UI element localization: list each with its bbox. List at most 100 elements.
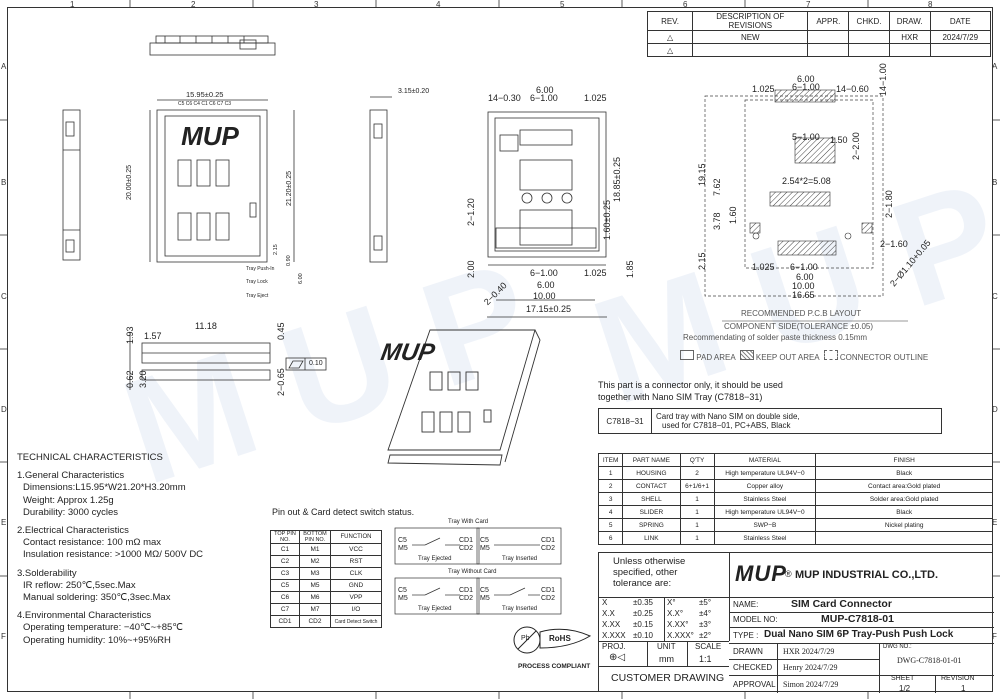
tech-line: 1.General Characteristics [17,470,125,482]
zone-side-e-right: E [992,518,998,527]
parts-cell: Nickel plating [815,518,993,532]
pcb-14-060: 14−0.60 [836,84,869,94]
flatness-symbol [285,357,327,371]
pcb-6-00: 6.00 [797,74,815,84]
label-tray-eject: Tray Eject [246,293,269,299]
revision-table: REV. DESCRIPTION OF REVISIONS APPR. CHKD… [646,11,991,57]
tray-code: C7818−31 [598,408,652,434]
name-label: NAME: [733,600,759,609]
checked-value: Henry 2024/7/29 [783,663,838,672]
label-m5: M5 [480,545,490,552]
rev-date-2 [929,43,991,57]
pcb-3-78: 3.78 [712,212,722,230]
connector-note-2: together with Nano SIM Tray (C7818−31) [598,392,763,402]
dim-section-11-18: 11.18 [195,321,217,331]
pin-cell: M6 [299,591,331,604]
parts-cell: Stainless Steel [713,492,817,506]
tol-cell: ±0.15 [633,620,653,629]
parts-cell: 1 [679,531,715,545]
dim-bottom-2-00: 2.00 [466,260,476,278]
tol-cell: X.XX [602,620,621,629]
pin-cell: CD2 [299,615,331,628]
label-cd2: CD2 [541,545,556,552]
approval-value: Simon 2024/7/29 [783,680,839,689]
pcb-7-62: 7.62 [712,178,722,196]
parts-cell: HOUSING [622,466,681,480]
parts-cell: 1 [679,505,715,519]
parts-cell: 1 [679,492,715,506]
tol-cell: ±4° [699,609,712,618]
sheet-label: SHEET [891,675,915,682]
zone-side-b: B [1,178,7,187]
tech-line: 3.Solderability [17,567,77,579]
zone-side-f-right: F [992,632,997,641]
right-side-view [369,96,392,263]
tech-line: IR reflow: 250℃,5sec.Max [23,579,136,591]
pin-header-bottom: BOTTOM PIN NO. [299,530,331,544]
sheet-value: 1/2 [899,684,911,693]
dim-bottom-17-15: 17.15±0.25 [526,304,571,314]
tol-note-3: tolerance are: [613,578,672,589]
pin-cell: I/O [330,603,382,616]
tol-cell: X.XXX [602,631,626,640]
pcb-10-00: 10.00 [792,281,815,291]
tray-table: C7818−31 Card tray with Nano SIM on doub… [598,408,942,434]
parts-header-item: ITEM [597,453,624,467]
scale-label: SCALE [695,642,722,651]
label-cd1: CD1 [459,537,474,544]
company-logo: MUP [735,561,787,586]
approval-label: APPROVAL [733,680,776,689]
pcb-6-100: 6−1.00 [792,82,820,92]
parts-cell: CONTACT [622,479,681,493]
dim-bottom-2-120: 2−1.20 [466,198,476,226]
pin-cell: C7 [270,603,300,616]
drawn-value: HXR 2024/7/29 [783,647,835,656]
switch-diagram-with-card [394,527,562,565]
dim-bottom-1-60: 1.60±0.25 [602,200,612,240]
parts-cell: Black [815,466,993,480]
zone-side-b-right: B [992,178,998,187]
tol-cell: X.XX° [667,620,689,629]
pin-cell: GND [330,579,382,592]
pcb-layout-view [704,95,884,297]
dim-bottom-6-00: 6.00 [536,85,554,95]
dim-side-6-00: 6.00 [298,273,304,284]
pin-cell: RST [330,555,382,568]
tol-cell: ±3° [699,620,712,629]
label-with-card: Tray With Card [448,519,489,525]
parts-cell [815,531,993,545]
scale-value: 1:1 [699,654,712,664]
pcb-6-00b: 6.00 [796,272,814,282]
dim-section-1-93: 1.93 [125,326,135,344]
pcb-1025: 1.025 [752,84,775,94]
tech-line: Operating humidity: 10%~+95%RH [23,634,171,646]
pin-cell: C2 [270,555,300,568]
parts-cell: Stainless Steel [713,531,817,545]
legend-pad: PAD AREA [696,353,736,362]
tech-line: Dimensions:L15.95*W21.20*H3.20mm [23,482,186,494]
tech-line: Weight: Approx 1.25g [23,494,114,506]
rohs-caption: PROCESS COMPLIANT [518,663,591,670]
zone-side-d-right: D [992,405,998,414]
parts-cell: Copper alloy [713,479,817,493]
parts-cell: Solder area:Gold plated [815,492,993,506]
label-tray-lock: Tray Lock [246,279,268,285]
pcb-pads [749,89,873,256]
pcb-2-180: 2−1.80 [884,190,894,218]
pinout-title: Pin out & Card detect switch status. [272,507,415,517]
zone-side-d: D [1,405,7,414]
pcb-254: 2.54*2=5.08 [782,176,831,186]
label-cd2: CD2 [459,545,474,552]
pcb-subtitle: COMPONENT SIDE(TOLERANCE ±0.05) [724,322,874,331]
parts-cell: Contact area:Gold plated [815,479,993,493]
mup-logo: MUP [181,121,239,151]
type-label: TYPE : [733,631,759,640]
parts-cell: 4 [597,505,624,519]
label-m5: M5 [398,595,408,602]
pin-cell: C6 [270,591,300,604]
tol-cell: ±0.10 [633,631,653,640]
unit-value: mm [659,654,674,664]
